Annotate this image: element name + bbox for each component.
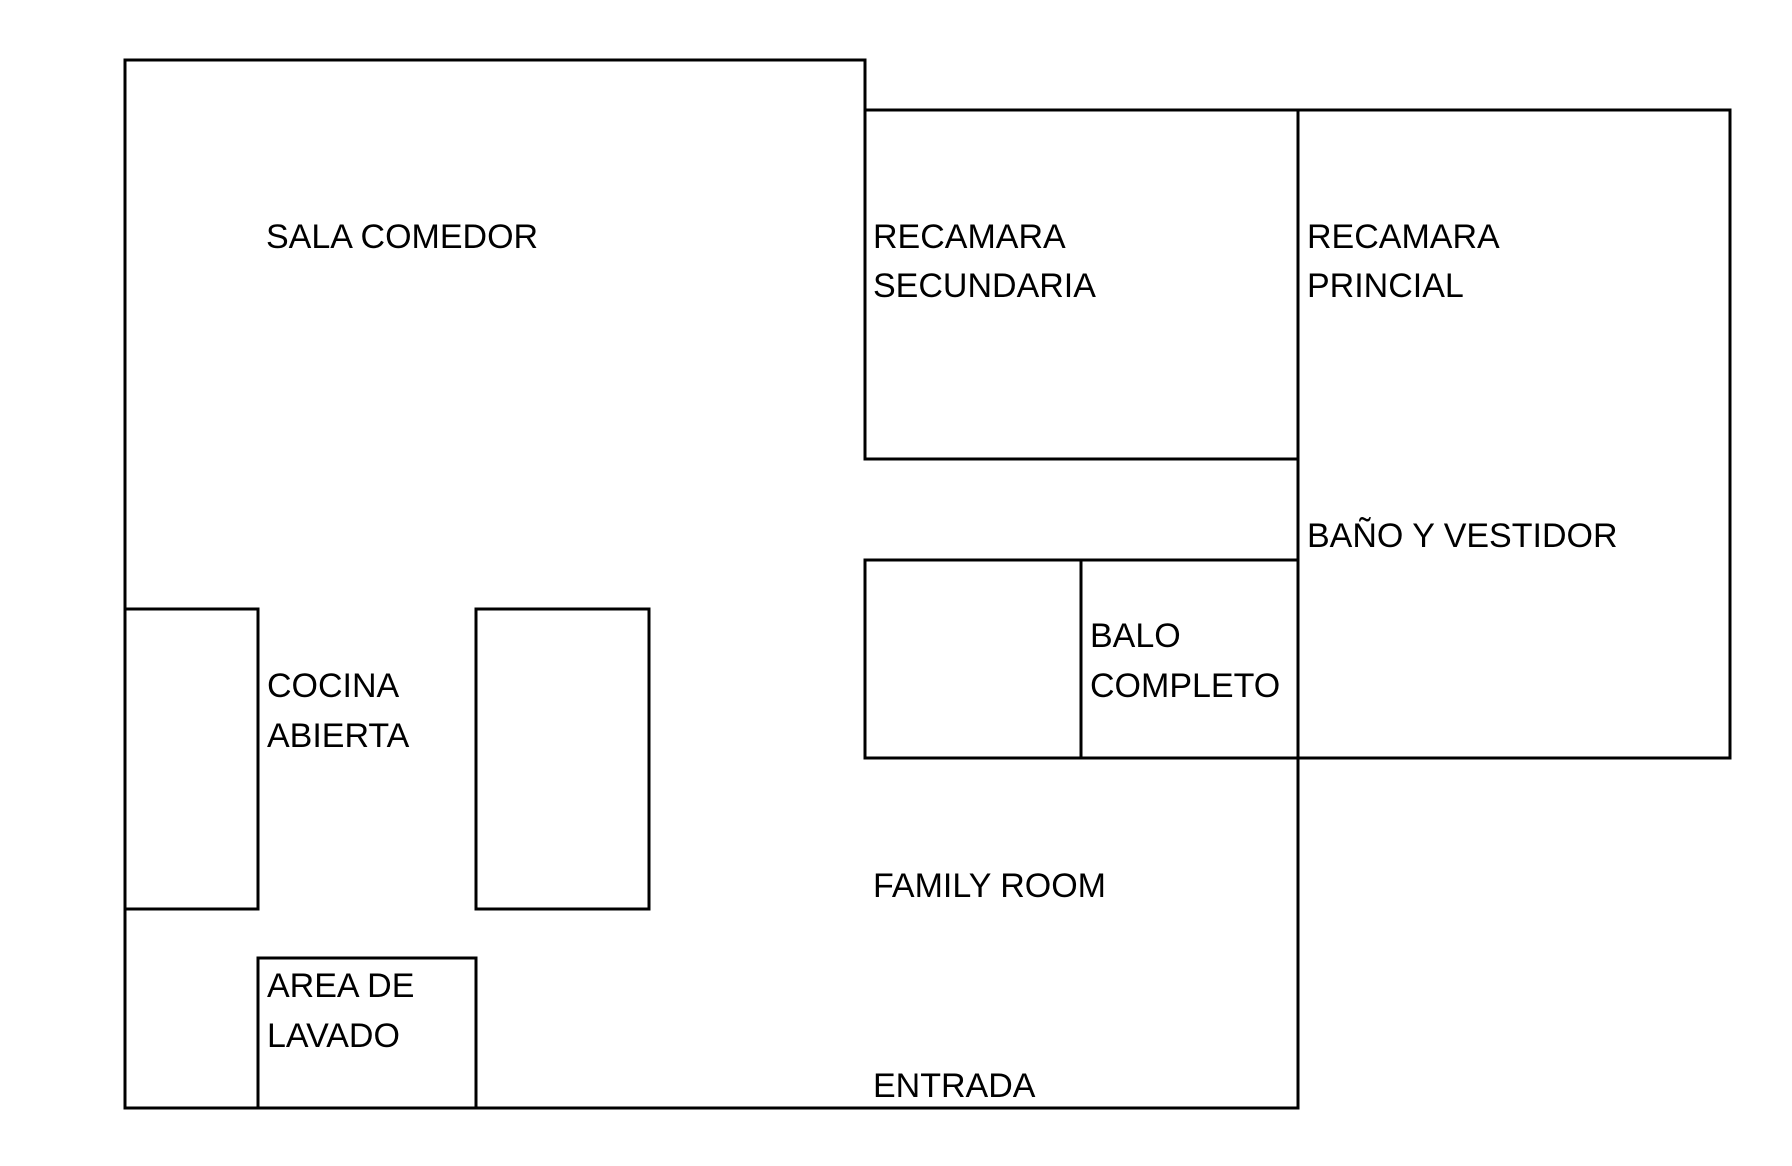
label-area-lavado: AREA DE LAVADO <box>267 967 424 1055</box>
label-bano-completo: BALO COMPLETO <box>1090 617 1280 705</box>
wall-area-lavado <box>256 956 478 1110</box>
label-recamara-secundaria: RECAMARA SECUNDARIA <box>873 218 1096 305</box>
label-family-room: FAMILY ROOM <box>873 867 1106 905</box>
label-sala-comedor: SALA COMEDOR <box>266 218 538 256</box>
outer-wall <box>123 58 1732 1110</box>
kitchen-island <box>474 607 651 911</box>
label-cocina-abierta: COCINA ABIERTA <box>267 667 410 755</box>
label-bano-vestidor: BAÑO Y VESTIDOR <box>1307 517 1618 555</box>
wall-recamara-secundaria <box>863 108 1300 461</box>
label-entrada: ENTRADA <box>873 1067 1036 1105</box>
kitchen-counter-left <box>123 607 260 911</box>
label-recamara-principal: RECAMARA PRINCIAL <box>1307 218 1507 305</box>
